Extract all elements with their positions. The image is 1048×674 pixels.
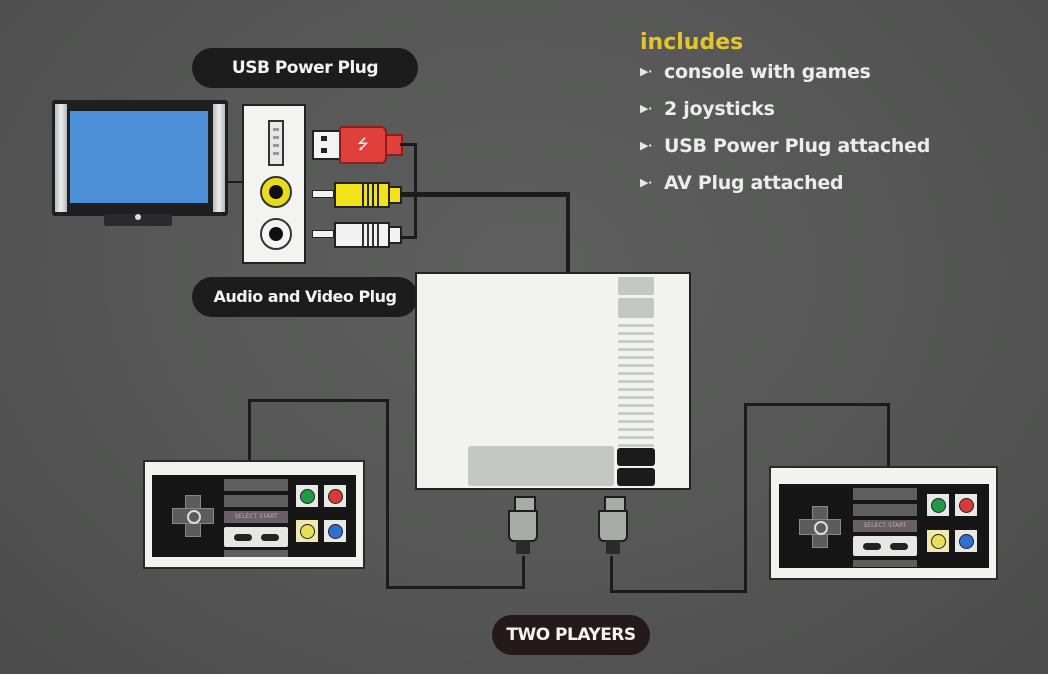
audio-video-plug-label: Audio and Video Plug [192,277,418,317]
select-start-label: SELECT START [853,520,917,532]
video-port-icon [260,176,292,208]
controller-player-1: SELECT START [143,460,365,569]
button-red [328,489,343,504]
video-plug-icon [312,180,412,208]
includes-title: includes [640,30,744,55]
reset-button [617,468,655,486]
usb-power-plug-label: USB Power Plug [192,48,418,88]
select-start-label: SELECT START [224,511,288,523]
cartridge-slot [468,446,614,486]
dpad-icon [799,506,841,548]
tv-icon [52,100,228,228]
includes-item-label: AV Plug attached [664,171,844,194]
port-panel [242,104,306,264]
controller-plug-icon [596,496,630,566]
bullet-arrow-icon: ▶· [640,102,653,115]
usb-plug-icon: ⭍ [312,124,412,164]
button-blue [328,524,343,539]
button-blue [959,534,974,549]
usb-port-icon [268,120,284,166]
bullet-arrow-icon: ▶· [640,139,653,152]
includes-item: ▶· 2 joysticks [640,90,960,127]
includes-list: includes ▶· console with games ▶· 2 joys… [640,30,960,201]
audio-port-icon [260,218,292,250]
bullet-arrow-icon: ▶· [640,65,653,78]
button-green [300,489,315,504]
button-red [959,498,974,513]
power-button [617,448,655,466]
select-start-buttons [853,536,917,556]
audio-plug-icon [312,220,412,248]
bullet-arrow-icon: ▶· [640,176,653,189]
select-start-buttons [224,527,288,547]
includes-item: ▶· AV Plug attached [640,164,960,201]
button-yellow [931,534,946,549]
includes-item-label: console with games [664,60,871,83]
console-icon [415,272,691,490]
includes-item: ▶· USB Power Plug attached [640,127,960,164]
usb-symbol-icon: ⭍ [357,137,369,153]
includes-item-label: USB Power Plug attached [664,134,931,157]
dpad-icon [172,495,214,537]
button-yellow [300,524,315,539]
controller-player-2: SELECT START [769,466,998,580]
includes-item: ▶· console with games [640,53,960,90]
button-green [931,498,946,513]
includes-item-label: 2 joysticks [664,97,775,120]
controller-plug-icon [506,496,540,566]
tv-screen [70,111,208,203]
two-players-label: TWO PLAYERS [492,615,650,655]
